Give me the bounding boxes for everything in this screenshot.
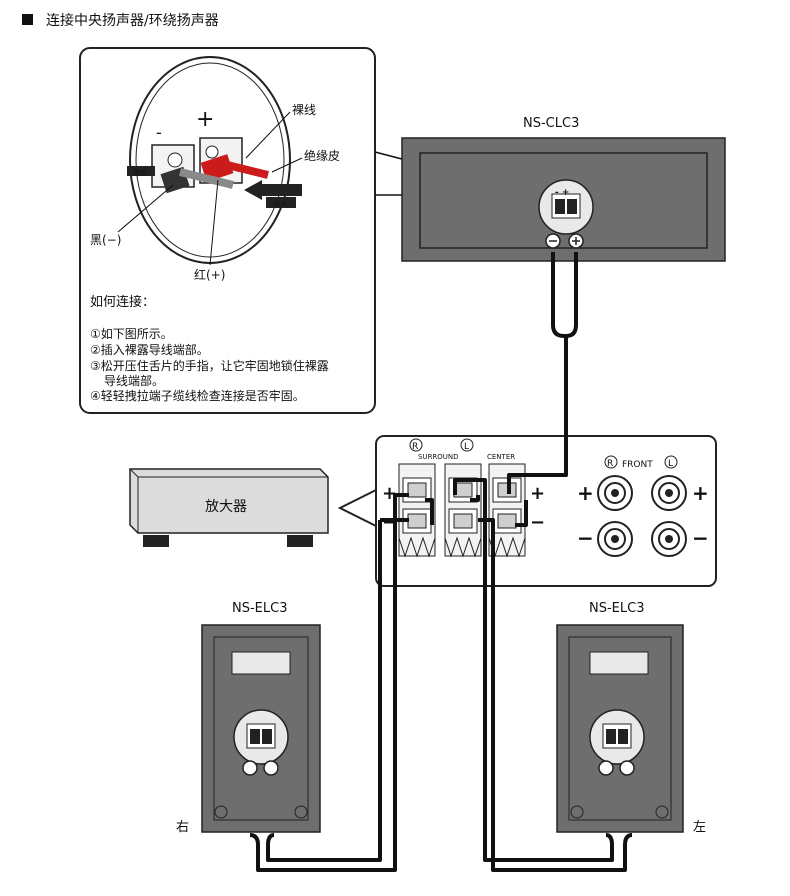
- page-title: 连接中央扬声器/环绕扬声器: [46, 12, 219, 29]
- inset-plus-sign: +: [196, 107, 214, 132]
- amplifier: 放大器: [129, 468, 329, 547]
- insert-tag: [266, 197, 296, 208]
- insert-tag-label: 插入: [273, 199, 287, 208]
- bare-wire-label: 裸线: [292, 102, 316, 117]
- surround-right-speaker: [201, 624, 321, 833]
- front-minus-left: −: [577, 526, 594, 550]
- panel-minus-center: −: [530, 512, 545, 533]
- surround-right-model: NS-ELC3: [232, 601, 287, 616]
- surround-left-speaker: [556, 624, 684, 833]
- black-minus-label: 黑(−): [90, 233, 121, 247]
- center-label: CENTER: [487, 453, 515, 461]
- front-minus-right: −: [692, 526, 709, 550]
- press-tag-label: 按压: [133, 168, 147, 177]
- center-terminal-marks: - +: [555, 188, 569, 198]
- press-tag: [127, 166, 155, 176]
- how-to-heading: 如何连接：: [90, 294, 155, 310]
- header-bullet-icon: [22, 14, 33, 25]
- front-l-badge: L: [668, 459, 673, 469]
- surround-left-model: NS-ELC3: [589, 601, 644, 616]
- insulation-label: 绝缘皮: [304, 148, 340, 163]
- step-3: ③松开压住舌片的手指，让它牢固地锁住裸露: [90, 358, 329, 373]
- panel-plus-center: +: [530, 483, 545, 504]
- front-r-badge: R: [607, 459, 613, 469]
- amp-rear-panel: R L SURROUND CENTER + − + −: [375, 435, 717, 587]
- step-4: ④轻轻拽拉端子缆线检查连接是否牢固。: [90, 388, 305, 403]
- surround-left-side: 左: [693, 820, 706, 835]
- center-speaker-model: NS-CLC3: [523, 116, 579, 131]
- speaker-cables: [249, 252, 633, 872]
- front-label: FRONT: [622, 460, 653, 470]
- surround-right-side: 右: [176, 820, 189, 835]
- step-2: ②插入裸露导线端部。: [90, 342, 209, 357]
- terminal-block-surround-l: [444, 463, 482, 558]
- insert-arrow-icon: [244, 180, 302, 200]
- step-1: ①如下图所示。: [90, 326, 173, 341]
- inset-minus-sign: -: [156, 123, 162, 142]
- surround-label: SURROUND: [418, 453, 459, 461]
- surround-l-badge: L: [464, 442, 469, 452]
- surround-r-badge: R: [412, 442, 418, 452]
- amp-callout-wedge: [337, 489, 377, 527]
- terminal-block-surround-r: [398, 463, 436, 558]
- center-speaker: - +: [401, 137, 726, 262]
- amplifier-label: 放大器: [205, 499, 247, 515]
- instruction-inset: - + 按压 插入 裸线 绝缘皮 黑(−) 红(+) 如何连接： ①如下图所示。…: [79, 47, 376, 414]
- front-plus-left: +: [577, 481, 594, 505]
- front-binding-posts: [597, 475, 687, 557]
- step-3-cont: 导线端部。: [104, 373, 164, 388]
- front-plus-right: +: [692, 481, 709, 505]
- red-plus-label: 红(+): [194, 267, 225, 282]
